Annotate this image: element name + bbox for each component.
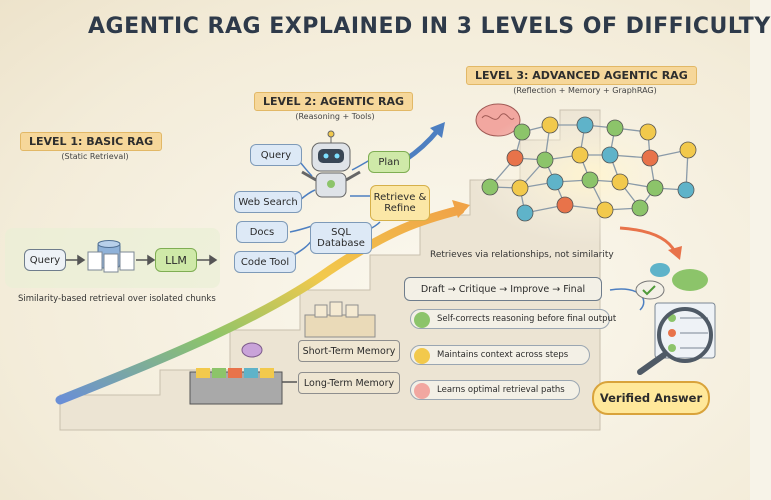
feature-self-correct: Self-corrects reasoning before final out… bbox=[410, 309, 616, 329]
feature-context-label: Maintains context across steps bbox=[437, 350, 569, 360]
level1-caption: Similarity-based retrieval over isolated… bbox=[18, 294, 216, 304]
document-stack-icon bbox=[87, 251, 135, 273]
short-term-memory-box: Short-Term Memory bbox=[298, 340, 400, 362]
knowledge-graph-icon bbox=[470, 105, 710, 245]
feature-retrieval-paths-label: Learns optimal retrieval paths bbox=[437, 385, 565, 395]
level1-llm-box: LLM bbox=[155, 248, 197, 272]
growth-arrow-head bbox=[452, 200, 470, 218]
level2-docs-box: Docs bbox=[236, 221, 288, 243]
level3-banner: LEVEL 3: ADVANCED AGENTIC RAG bbox=[466, 66, 697, 85]
relationships-note: Retrieves via relationships, not similar… bbox=[430, 250, 614, 260]
level1-query-box: Query bbox=[24, 249, 66, 271]
blue-arrow-head bbox=[430, 122, 445, 138]
growth-arrow bbox=[55, 205, 465, 405]
brain-icon-small bbox=[241, 342, 263, 358]
chat-bubble-icon bbox=[635, 263, 708, 300]
feature-self-correct-label: Self-corrects reasoning before final out… bbox=[437, 314, 617, 324]
check-icon bbox=[414, 312, 430, 328]
level3-subtitle: (Reflection + Memory + GraphRAG) bbox=[513, 86, 657, 95]
feature-retrieval-paths: Learns optimal retrieval paths bbox=[410, 380, 580, 400]
page-title: AGENTIC RAG EXPLAINED IN 3 LEVELS OF DIF… bbox=[88, 14, 771, 39]
level2-query-box: Query bbox=[250, 144, 302, 166]
verified-answer-badge: Verified Answer bbox=[592, 381, 710, 415]
level1-subtitle: (Static Retrieval) bbox=[61, 152, 129, 161]
robot-icon bbox=[301, 130, 361, 198]
brain-icon bbox=[414, 383, 430, 399]
level2-retrieve-refine-box: Retrieve & Refine bbox=[370, 185, 430, 221]
magnifier-checklist-icon bbox=[637, 302, 716, 375]
level2-web-search-box: Web Search bbox=[234, 191, 302, 213]
folder-icon bbox=[304, 301, 376, 338]
long-term-memory-box: Long-Term Memory bbox=[298, 372, 400, 394]
feature-context: Maintains context across steps bbox=[410, 345, 590, 365]
level2-plan-box: Plan bbox=[368, 151, 410, 173]
level2-subtitle: (Reasoning + Tools) bbox=[295, 112, 375, 121]
level2-code-tool-box: Code Tool bbox=[234, 251, 296, 273]
chart-icon bbox=[414, 348, 430, 364]
level1-banner: LEVEL 1: BASIC RAG bbox=[20, 132, 163, 151]
graph-curve-arrow bbox=[619, 226, 677, 253]
level2-banner: LEVEL 2: AGENTIC RAG bbox=[254, 92, 414, 111]
reflection-loop-box: Draft → Critique → Improve → Final bbox=[404, 277, 602, 301]
file-drawer-icon bbox=[189, 368, 283, 405]
level2-sql-database-box: SQL Database bbox=[310, 222, 372, 254]
